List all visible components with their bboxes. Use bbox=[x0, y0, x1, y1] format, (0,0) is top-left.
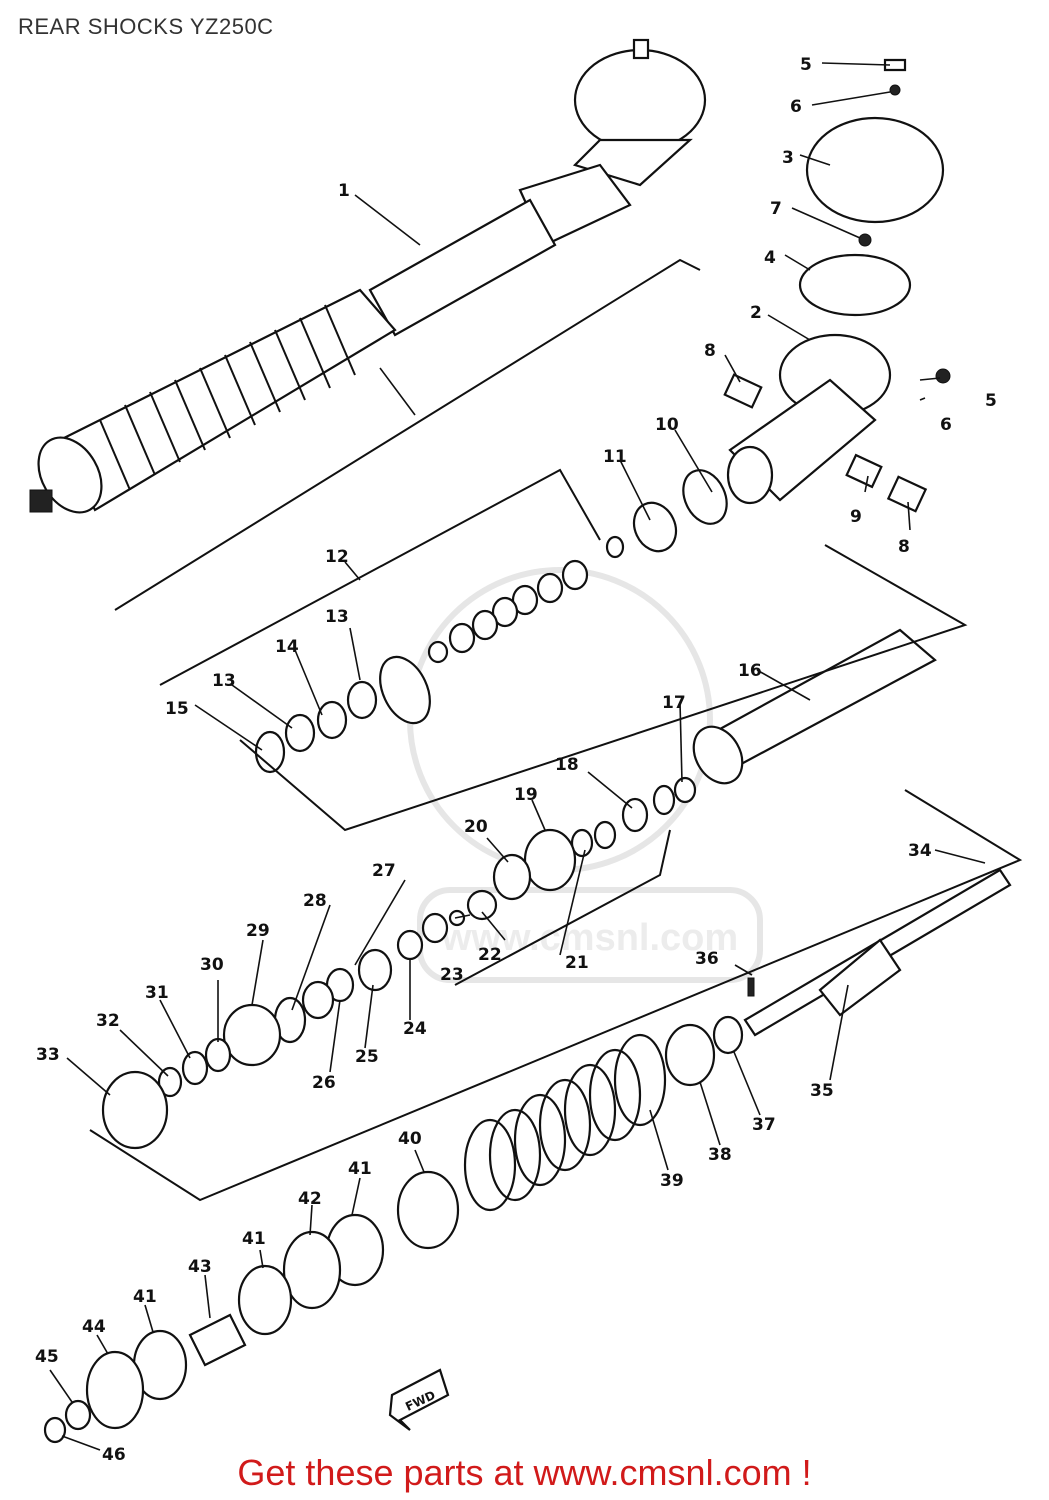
callout-29: 29 bbox=[246, 921, 270, 941]
callout-7: 7 bbox=[770, 199, 782, 219]
callout-21: 21 bbox=[565, 953, 589, 973]
valve-parts bbox=[101, 469, 937, 1150]
callout-18: 18 bbox=[555, 755, 579, 775]
callout-42: 42 bbox=[298, 1189, 322, 1209]
callout-5-right: 5 bbox=[985, 391, 997, 411]
watermark-text: www.cmsnl.com bbox=[441, 917, 738, 959]
callout-41-middle: 41 bbox=[242, 1229, 266, 1249]
callout-33: 33 bbox=[36, 1045, 60, 1065]
callout-16: 16 bbox=[738, 661, 762, 681]
callout-39: 39 bbox=[660, 1171, 684, 1191]
callout-23: 23 bbox=[440, 965, 464, 985]
callout-45: 45 bbox=[35, 1347, 59, 1367]
callout-labels: 1 2 3 4 5 5 6 6 7 8 8 9 10 11 12 13 13 1… bbox=[35, 55, 997, 1465]
callout-24: 24 bbox=[403, 1019, 427, 1039]
callout-4: 4 bbox=[764, 248, 776, 268]
assembled-shock bbox=[29, 38, 707, 514]
callout-20: 20 bbox=[464, 817, 488, 837]
callout-6-top: 6 bbox=[790, 97, 802, 117]
callout-37: 37 bbox=[752, 1115, 776, 1135]
callout-30: 30 bbox=[200, 955, 224, 975]
callout-28: 28 bbox=[303, 891, 327, 911]
callout-44: 44 bbox=[82, 1317, 106, 1337]
callout-38: 38 bbox=[708, 1145, 732, 1165]
page-title: REAR SHOCKS YZ250C bbox=[18, 14, 274, 39]
fwd-arrow-icon: FWD bbox=[388, 1368, 450, 1431]
reservoir-parts bbox=[723, 58, 951, 513]
callout-2: 2 bbox=[750, 303, 762, 323]
callout-40: 40 bbox=[398, 1129, 422, 1149]
callout-27: 27 bbox=[372, 861, 396, 881]
callout-22: 22 bbox=[478, 945, 502, 965]
rod-spring-parts: FWD bbox=[43, 868, 1012, 1444]
callout-25: 25 bbox=[355, 1047, 379, 1067]
callout-3: 3 bbox=[782, 148, 794, 168]
callout-6-right: 6 bbox=[940, 415, 952, 435]
callout-34: 34 bbox=[908, 841, 932, 861]
callout-46: 46 bbox=[102, 1445, 126, 1465]
callout-13-upper: 13 bbox=[325, 607, 349, 627]
callout-5-top: 5 bbox=[800, 55, 812, 75]
callout-35: 35 bbox=[810, 1081, 834, 1101]
callout-41-lower: 41 bbox=[133, 1287, 157, 1307]
callout-14: 14 bbox=[275, 637, 299, 657]
callout-41-upper: 41 bbox=[348, 1159, 372, 1179]
callout-8-right: 8 bbox=[898, 537, 910, 557]
callout-17: 17 bbox=[662, 693, 686, 713]
callout-43: 43 bbox=[188, 1257, 212, 1277]
callout-1: 1 bbox=[338, 181, 350, 201]
callout-13-lower: 13 bbox=[212, 671, 236, 691]
callout-12: 12 bbox=[325, 547, 349, 567]
callout-26: 26 bbox=[312, 1073, 336, 1093]
callout-8-left: 8 bbox=[704, 341, 716, 361]
group-brackets bbox=[89, 258, 1023, 1202]
leader-lines bbox=[49, 62, 986, 1451]
callout-15: 15 bbox=[165, 699, 189, 719]
callout-9: 9 bbox=[850, 507, 862, 527]
callout-36: 36 bbox=[695, 949, 719, 969]
cmsnl-link[interactable]: Get these parts at www.cmsnl.com ! bbox=[237, 1452, 812, 1493]
callout-19: 19 bbox=[514, 785, 538, 805]
callout-32: 32 bbox=[96, 1011, 120, 1031]
callout-31: 31 bbox=[145, 983, 169, 1003]
callout-11: 11 bbox=[603, 447, 627, 467]
callout-10: 10 bbox=[655, 415, 679, 435]
